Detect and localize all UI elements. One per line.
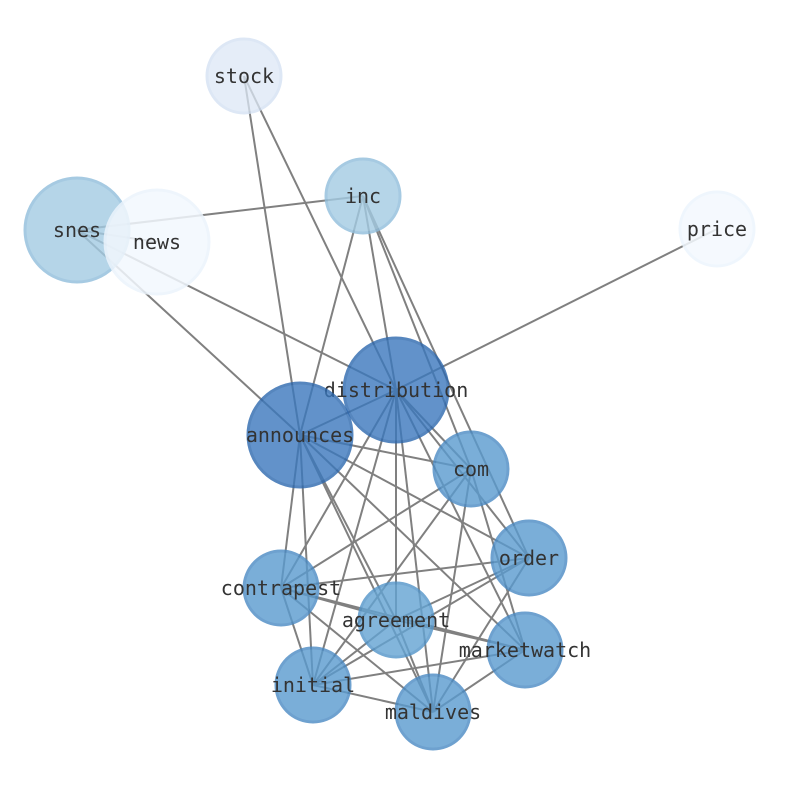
node-label-stock: stock xyxy=(214,64,274,88)
node-label-distribution: distribution xyxy=(324,378,469,402)
edge-price-distribution xyxy=(395,228,718,391)
edge-stock-distribution xyxy=(243,75,397,391)
node-circle-maldives xyxy=(394,673,472,751)
node-circle-agreement xyxy=(357,581,435,659)
node-label-agreement: agreement xyxy=(342,608,450,632)
node-announces: announces xyxy=(246,381,354,489)
node-label-com: com xyxy=(453,457,489,481)
node-circle-com xyxy=(432,430,510,508)
node-label-marketwatch: marketwatch xyxy=(459,638,591,662)
node-circle-stock xyxy=(205,37,283,115)
node-circle-news xyxy=(103,188,211,296)
node-news: news xyxy=(103,188,211,296)
node-circle-contrapest xyxy=(242,549,320,627)
node-stock: stock xyxy=(205,37,283,115)
node-inc: inc xyxy=(324,157,402,235)
edge-stock-announces xyxy=(243,75,301,436)
node-circle-distribution xyxy=(342,336,450,444)
graph-nodes: stock inc snes news price distribution announc… xyxy=(23,37,756,751)
node-initial: initial xyxy=(271,646,355,724)
node-label-initial: initial xyxy=(271,673,355,697)
edge-inc-com xyxy=(362,195,472,470)
node-label-announces: announces xyxy=(246,423,354,447)
node-order: order xyxy=(490,519,568,597)
node-circle-marketwatch xyxy=(486,611,564,689)
edge-com-maldives xyxy=(432,468,472,713)
node-circle-order xyxy=(490,519,568,597)
node-maldives: maldives xyxy=(385,673,481,751)
node-label-news: news xyxy=(133,230,181,254)
node-label-contrapest: contrapest xyxy=(221,576,341,600)
node-circle-announces xyxy=(246,381,354,489)
edge-com-initial xyxy=(312,468,472,686)
node-circle-initial xyxy=(274,646,352,724)
node-com: com xyxy=(432,430,510,508)
node-label-order: order xyxy=(499,546,559,570)
node-label-snes: snes xyxy=(53,218,101,242)
node-distribution: distribution xyxy=(324,336,469,444)
node-agreement: agreement xyxy=(342,581,450,659)
node-circle-inc xyxy=(324,157,402,235)
node-price: price xyxy=(678,190,756,268)
node-label-maldives: maldives xyxy=(385,700,481,724)
edge-order-contrapest xyxy=(280,557,530,589)
edge-distribution-maldives xyxy=(395,389,434,713)
node-label-inc: inc xyxy=(345,184,381,208)
node-marketwatch: marketwatch xyxy=(459,611,591,689)
node-contrapest: contrapest xyxy=(221,549,341,627)
node-label-price: price xyxy=(687,217,747,241)
node-circle-price xyxy=(678,190,756,268)
